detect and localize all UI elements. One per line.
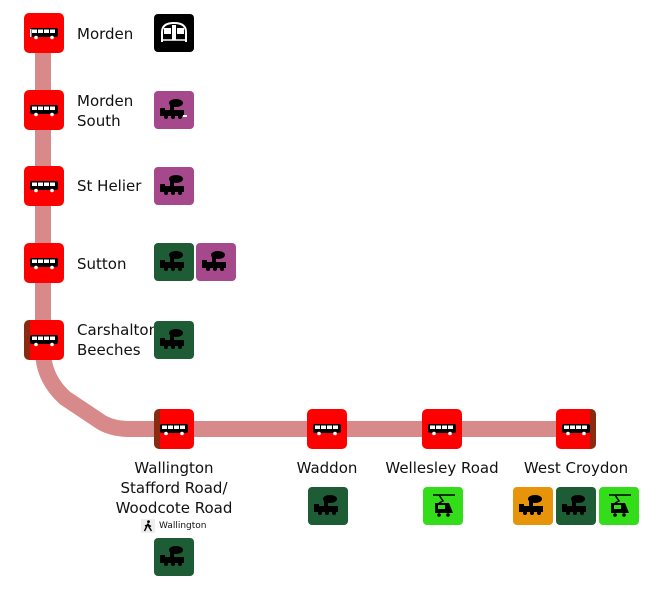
station-name-wellesley-road: Wellesley Road	[385, 459, 499, 477]
walking-interchange: Wallington	[141, 519, 207, 533]
station-name-morden: Morden	[77, 25, 134, 43]
stop-morden[interactable]	[24, 13, 64, 53]
rail-icon-green	[308, 487, 348, 525]
bus-icon	[160, 424, 188, 436]
bus-icon	[30, 181, 58, 193]
underground-icon	[154, 14, 194, 52]
stop-waddon[interactable]	[307, 409, 347, 449]
rail-icon-orange	[513, 487, 553, 525]
bus-icon	[428, 424, 456, 436]
bus-icon	[30, 258, 58, 270]
bus-icon	[30, 335, 58, 347]
rail-icon-purple	[154, 167, 194, 205]
walk-destination: Wallington	[159, 521, 207, 531]
station-name-waddon: Waddon	[296, 459, 358, 477]
stop-wellesley-road[interactable]	[422, 409, 462, 449]
stop-st-helier[interactable]	[24, 166, 64, 206]
rail-icon-green	[154, 243, 194, 281]
stop-sutton[interactable]	[24, 243, 64, 283]
rail-icon-green	[154, 321, 194, 359]
rail-icon-purple	[154, 91, 194, 129]
station-name-st-helier: St Helier	[77, 177, 142, 195]
stop-wallington[interactable]	[154, 409, 194, 449]
walking-person-icon	[141, 519, 155, 533]
stop-morden-south[interactable]	[24, 90, 64, 130]
bus-icon	[313, 424, 341, 436]
bus-icon	[562, 424, 590, 436]
rail-icon-purple	[196, 243, 236, 281]
station-name-sutton: Sutton	[77, 255, 127, 273]
stop-carshalton-beeches[interactable]	[24, 320, 64, 360]
station-name-west-croydon: West Croydon	[523, 459, 629, 477]
rail-icon-green	[154, 538, 194, 576]
stop-west-croydon[interactable]	[556, 409, 596, 449]
tram-icon	[599, 487, 639, 525]
bus-icon	[30, 105, 58, 117]
tram-icon	[423, 487, 463, 525]
rail-icon-green	[556, 487, 596, 525]
bus-icon	[30, 28, 58, 40]
